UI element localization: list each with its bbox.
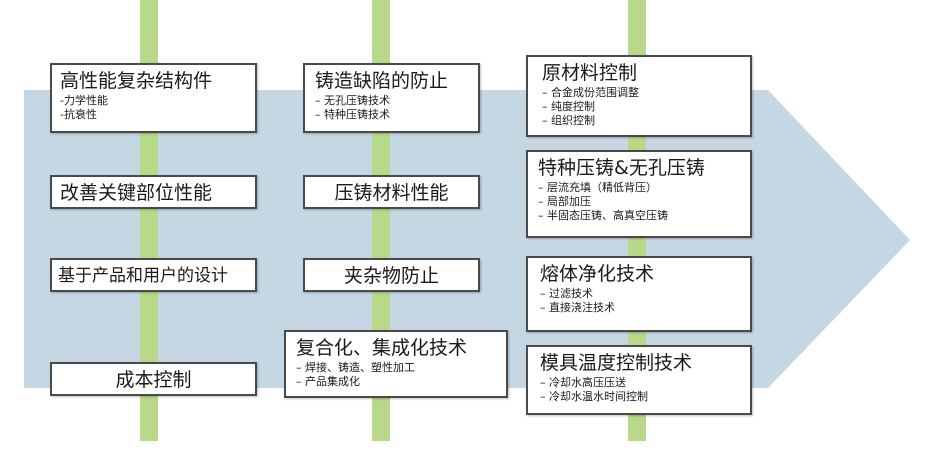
list-item: 抗衰性 (60, 108, 247, 122)
list-item: 直接浇注技术 (540, 301, 738, 315)
box-die-casting-material-performance: 压铸材料性能 (303, 175, 480, 209)
list-item: 层流充填（精低背压） (538, 181, 740, 195)
box-high-performance-structures: 高性能复杂结构件 力学性能 抗衰性 (50, 63, 257, 133)
box-title: 高性能复杂结构件 (60, 70, 213, 92)
box-title: 原材料控制 (542, 62, 638, 84)
box-casting-defect-prevention: 铸造缺陷的防止 无孔压铸技术 特种压铸技术 (303, 63, 480, 133)
list-item: 组织控制 (542, 114, 736, 128)
box-item-list: 过滤技术 直接浇注技术 (540, 287, 738, 315)
list-item: 冷却水高压压送 (540, 376, 738, 390)
list-item: 无孔压铸技术 (315, 94, 468, 108)
list-item: 纯度控制 (542, 100, 736, 114)
list-item: 过滤技术 (540, 287, 738, 301)
box-title: 成本控制 (115, 369, 192, 391)
box-item-list: 力学性能 抗衰性 (60, 94, 247, 122)
box-item-list: 冷却水高压压送 冷却水温水时间控制 (540, 376, 738, 404)
box-special-die-casting: 特种压铸&无孔压铸 层流充填（精低背压） 局部加压 半固态压铸、高真空压铸 (526, 150, 752, 238)
box-title: 复合化、集成化技术 (296, 337, 468, 359)
box-item-list: 焊接、铸造、塑性加工 产品集成化 (296, 361, 496, 389)
box-composite-integration-tech: 复合化、集成化技术 焊接、铸造、塑性加工 产品集成化 (284, 330, 508, 398)
box-title: 熔体净化技术 (540, 263, 655, 285)
box-item-list: 合金成份范围调整 纯度控制 组织控制 (542, 86, 736, 128)
box-title: 压铸材料性能 (334, 182, 449, 204)
box-title: 铸造缺陷的防止 (315, 70, 449, 92)
list-item: 焊接、铸造、塑性加工 (296, 361, 496, 375)
box-title: 基于产品和用户的设计 (58, 266, 228, 286)
box-title: 改善关键部位性能 (60, 182, 213, 204)
box-key-area-performance: 改善关键部位性能 (50, 175, 257, 209)
list-item: 产品集成化 (296, 375, 496, 389)
list-item: 特种压铸技术 (315, 108, 468, 122)
box-item-list: 层流充填（精低背压） 局部加压 半固态压铸、高真空压铸 (538, 181, 740, 223)
box-raw-material-control: 原材料控制 合金成份范围调整 纯度控制 组织控制 (526, 55, 752, 137)
box-inclusion-prevention: 夹杂物防止 (303, 258, 480, 292)
list-item: 局部加压 (538, 195, 740, 209)
box-mold-temperature-control: 模具温度控制技术 冷却水高压压送 冷却水温水时间控制 (526, 345, 752, 415)
box-title: 模具温度控制技术 (540, 352, 693, 374)
box-item-list: 无孔压铸技术 特种压铸技术 (315, 94, 468, 122)
box-cost-control: 成本控制 (50, 362, 257, 396)
list-item: 冷却水温水时间控制 (540, 390, 738, 404)
box-product-user-design: 基于产品和用户的设计 (50, 258, 257, 292)
box-title: 夹杂物防止 (343, 265, 439, 287)
list-item: 力学性能 (60, 94, 247, 108)
list-item: 半固态压铸、高真空压铸 (538, 209, 740, 223)
list-item: 合金成份范围调整 (542, 86, 736, 100)
box-melt-purification-tech: 熔体净化技术 过滤技术 直接浇注技术 (526, 256, 752, 332)
box-title: 特种压铸&无孔压铸 (538, 157, 705, 179)
